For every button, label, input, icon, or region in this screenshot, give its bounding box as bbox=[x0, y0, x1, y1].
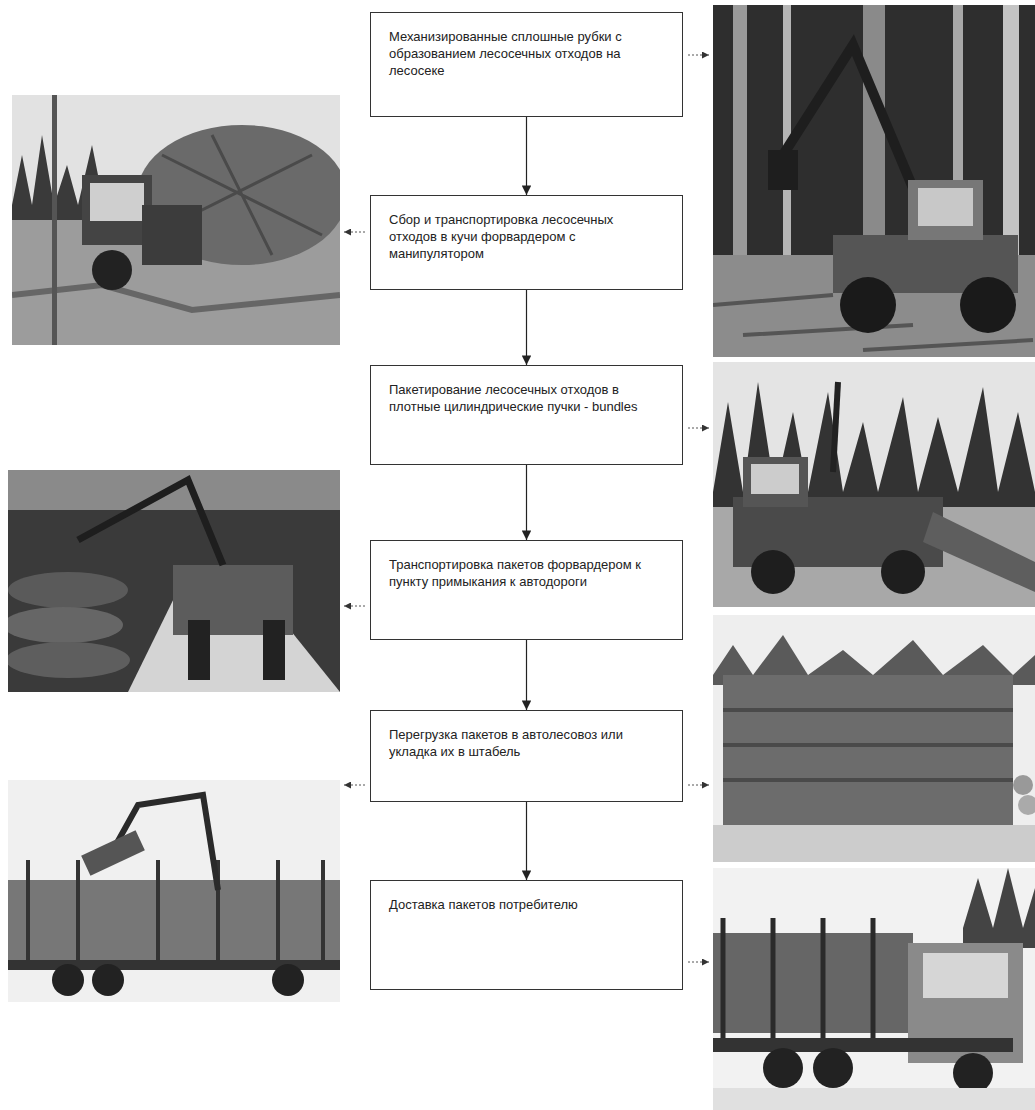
leader-line bbox=[688, 55, 709, 56]
flow-arrow bbox=[526, 290, 527, 365]
truck-delivery-photo bbox=[713, 868, 1035, 1110]
process-box: Механизированные сплошные рубки с образо… bbox=[370, 12, 683, 117]
leader-line bbox=[688, 428, 709, 429]
bundle-forwarding-photo bbox=[3, 470, 340, 692]
bundle-stack-photo bbox=[713, 615, 1035, 862]
box-text: Транспортировка пакетов форвардером к пу… bbox=[389, 557, 664, 591]
flow-arrow bbox=[526, 802, 527, 880]
process-box: Перегрузка пакетов в автолесовоз или укл… bbox=[370, 710, 683, 802]
truck-loading-photo bbox=[8, 780, 340, 1002]
box-text: Перегрузка пакетов в автолесовоз или укл… bbox=[389, 727, 664, 761]
forwarder-photo bbox=[12, 95, 347, 345]
leader-line bbox=[688, 785, 709, 786]
process-box: Транспортировка пакетов форвардером к пу… bbox=[370, 540, 683, 640]
box-text: Сбор и транспортировка лесосечных отходо… bbox=[389, 212, 664, 263]
flow-arrow bbox=[526, 640, 527, 710]
box-text: Механизированные сплошные рубки с образо… bbox=[389, 29, 664, 80]
process-box: Доставка пакетов потребителю bbox=[370, 880, 683, 990]
leader-line bbox=[688, 962, 709, 963]
flow-arrow bbox=[526, 117, 527, 195]
bundler-photo bbox=[713, 362, 1035, 607]
harvester-photo bbox=[713, 5, 1035, 357]
process-box: Сбор и транспортировка лесосечных отходо… bbox=[370, 195, 683, 290]
flow-arrow bbox=[526, 465, 527, 540]
box-text: Пакетирование лесосечных отходов в плотн… bbox=[389, 382, 664, 416]
leader-line bbox=[344, 232, 365, 233]
process-box: Пакетирование лесосечных отходов в плотн… bbox=[370, 365, 683, 465]
leader-line bbox=[344, 606, 365, 607]
box-text: Доставка пакетов потребителю bbox=[389, 897, 664, 914]
leader-line bbox=[344, 785, 365, 786]
